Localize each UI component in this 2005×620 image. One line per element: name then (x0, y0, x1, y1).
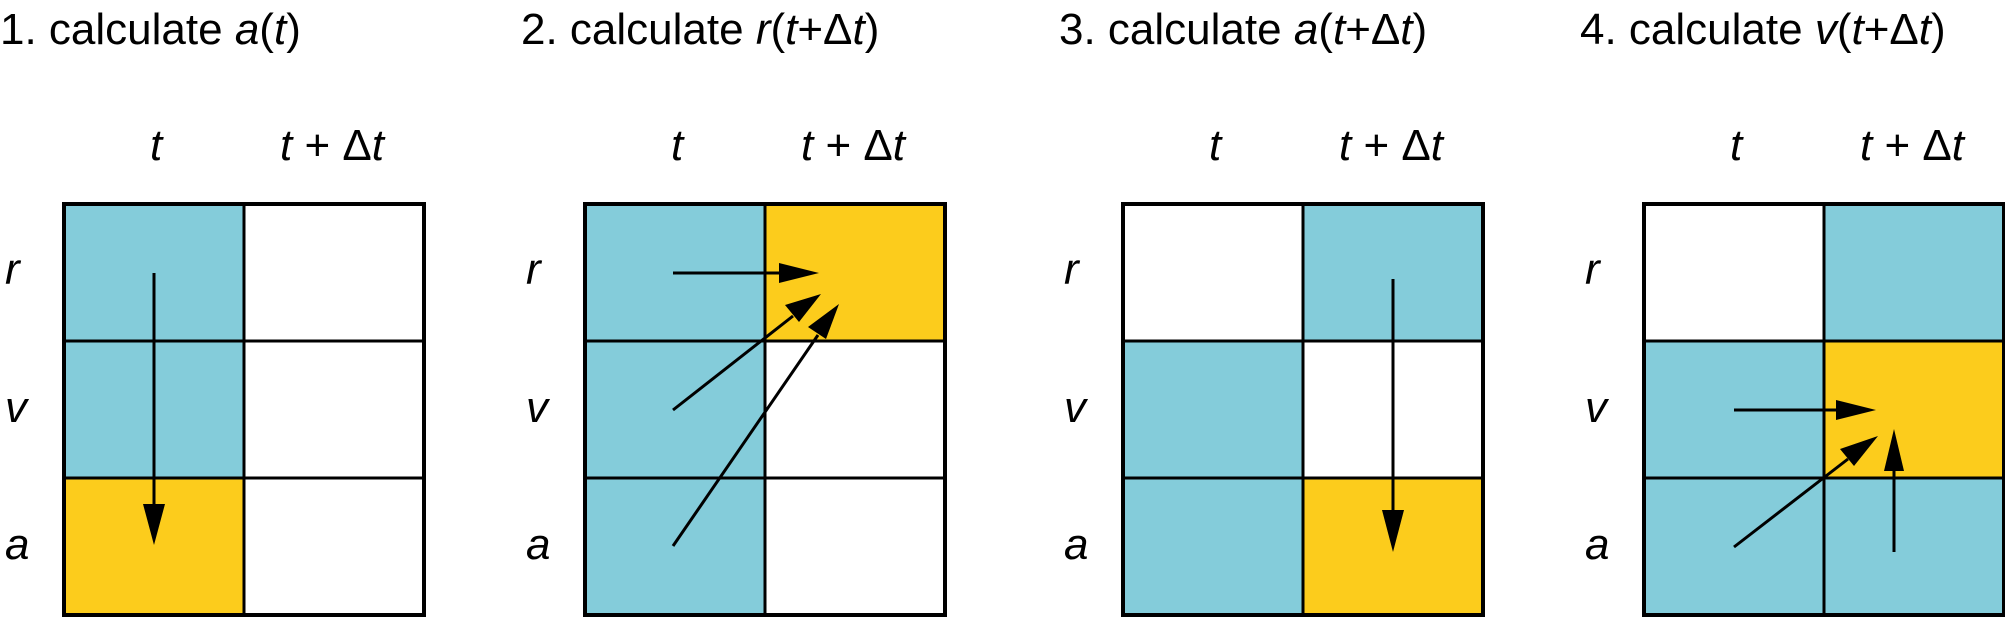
state-grid (583, 202, 947, 617)
row-label-r: r (1064, 245, 1079, 294)
cell-a-t-known (585, 478, 765, 615)
title-paren: ( (770, 5, 786, 54)
cell-r-t-plus-dt-empty (244, 204, 424, 341)
grid-lines (1121, 202, 1485, 617)
cell-a-t-plus-dt-empty (244, 478, 424, 615)
title-prefix: 4. calculate (1580, 5, 1815, 54)
title-var: a (1293, 5, 1319, 54)
title-paren: ( (1836, 5, 1852, 54)
title-paren: ( (259, 5, 274, 54)
cell-a-t-plus-dt-known (1824, 478, 2004, 615)
state-grid (1642, 202, 2005, 617)
row-label-r: r (1585, 245, 1600, 294)
panel-title: 1. calculate a(t) (0, 2, 301, 58)
title-var: t (1332, 5, 1346, 54)
title-paren: ) (286, 5, 301, 54)
column-header-t-plus-dt: t + Δt (801, 121, 906, 170)
column-header-t: t (671, 121, 684, 170)
title-var: a (234, 5, 260, 54)
cell-v-t-plus-dt-empty (244, 341, 424, 478)
panel-title: 2. calculate r(t+Δt) (521, 2, 879, 58)
state-grid (62, 202, 426, 617)
title-var: r (755, 5, 771, 54)
panel-4: 4. calculate v(t+Δt) t t + Δt r v a (1580, 0, 2005, 617)
grid-lines (62, 202, 426, 617)
title-paren: ( (1318, 5, 1333, 54)
cell-a-t-known (1123, 478, 1303, 615)
cell-r-t-plus-dt-known (1824, 204, 2004, 341)
title-paren: ) (1412, 5, 1428, 54)
arrow-a-from-r (1382, 279, 1404, 552)
row-label-r: r (526, 245, 541, 294)
column-header-t-plus-dt: t + Δt (1860, 121, 1965, 170)
row-label-r: r (5, 245, 20, 294)
title-paren: +Δ (797, 5, 853, 54)
row-label-v: v (1585, 383, 1607, 432)
row-label-v: v (526, 383, 548, 432)
column-header-t-plus-dt: t + Δt (280, 121, 385, 170)
title-paren: +Δ (1863, 5, 1919, 54)
arrow-a-to-r (671, 304, 839, 547)
state-grid (1121, 202, 1485, 617)
title-paren: ) (864, 5, 880, 54)
title-var: t (785, 5, 798, 54)
row-label-a: a (1064, 520, 1089, 569)
panel-2: 2. calculate r(t+Δt) t t + Δt r v a (521, 0, 1001, 617)
title-prefix: 2. calculate (521, 5, 756, 54)
cell-v-t-known (1123, 341, 1303, 478)
row-label-a: a (1585, 520, 1610, 569)
column-header-t: t (1730, 121, 1743, 170)
title-var: t (1851, 5, 1864, 54)
cell-a-t-plus-dt-empty (765, 478, 945, 615)
title-paren: ) (1931, 5, 1946, 54)
title-prefix: 1. calculate (0, 5, 235, 54)
row-label-v: v (1064, 383, 1086, 432)
column-header-t: t (1209, 121, 1222, 170)
title-var: t (273, 5, 287, 54)
arrow-a-up-to-v (1884, 429, 1904, 552)
cell-r-t-empty (1644, 204, 1824, 341)
arrow-a-from-r (143, 273, 165, 545)
title-var: t (1918, 5, 1932, 54)
arrow-v-to-v (1734, 400, 1876, 420)
row-label-v: v (5, 383, 27, 432)
column-header-t-plus-dt: t + Δt (1339, 121, 1444, 170)
panel-title: 4. calculate v(t+Δt) (1580, 2, 1946, 58)
arrow-r-to-r (673, 263, 819, 283)
title-var: t (1400, 5, 1413, 54)
title-var: t (852, 5, 865, 54)
arrow-a-to-v (1733, 436, 1878, 549)
title-paren: +Δ (1345, 5, 1401, 54)
panel-title: 3. calculate a(t+Δt) (1059, 2, 1427, 58)
panel-3: 3. calculate a(t+Δt) t t + Δt r v a (1059, 0, 1539, 617)
row-label-a: a (5, 520, 30, 569)
column-header-t: t (150, 121, 163, 170)
cell-v-t-plus-dt-empty (765, 341, 945, 478)
title-prefix: 3. calculate (1059, 5, 1294, 54)
arrow-v-to-r (672, 294, 821, 412)
panel-1: 1. calculate a(t) t t + Δt r v a (0, 0, 480, 617)
row-label-a: a (526, 520, 551, 569)
cell-r-t-empty (1123, 204, 1303, 341)
title-var: v (1814, 5, 1837, 54)
